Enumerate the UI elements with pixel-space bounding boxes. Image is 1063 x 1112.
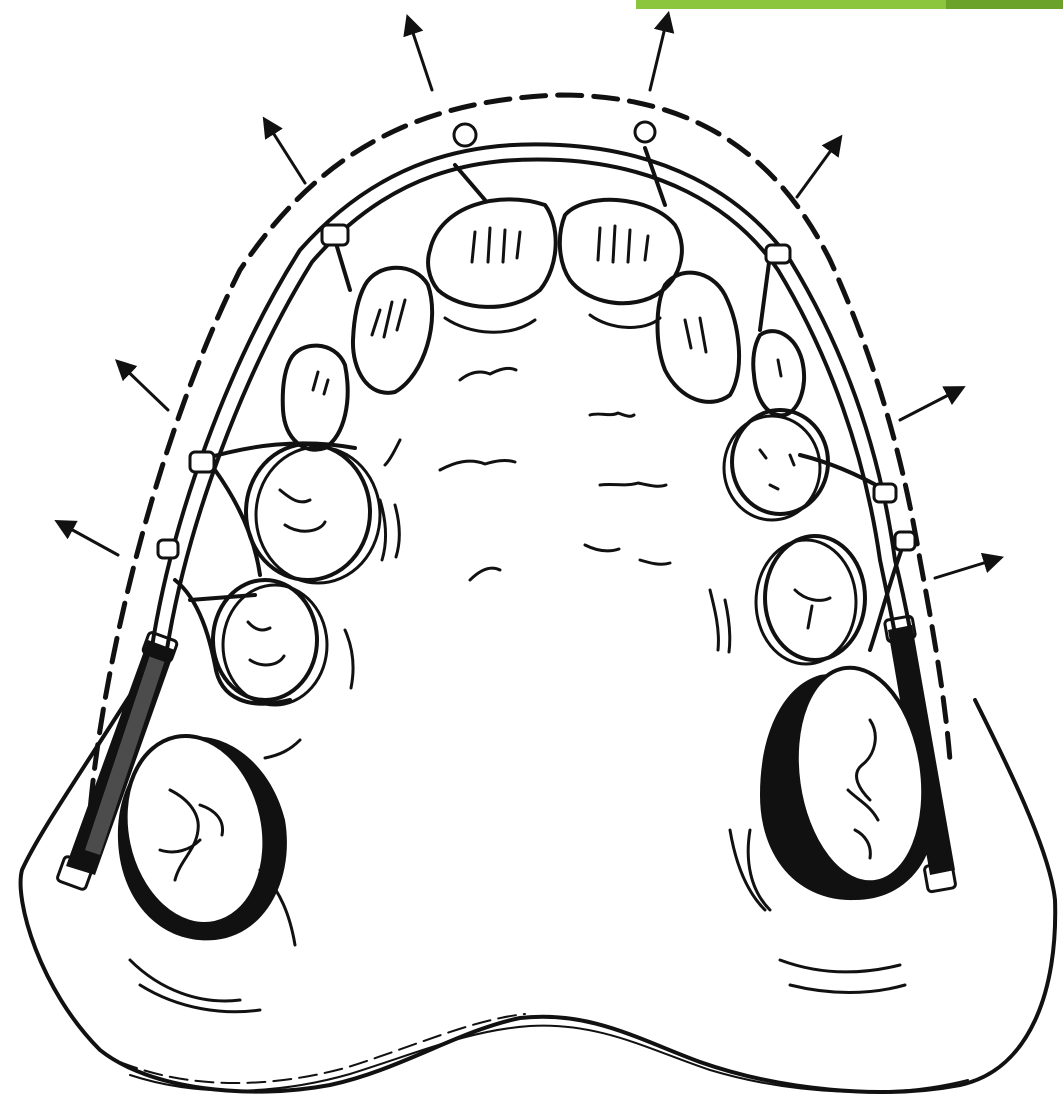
tooth-canine-right — [753, 331, 804, 415]
tooth-central-incisor-left — [428, 199, 556, 332]
tooth-first-premolar-right — [724, 410, 828, 520]
tooth-second-premolar-right — [756, 536, 865, 664]
tooth-central-incisor-right — [560, 200, 682, 328]
tooth-lateral-incisor-left — [353, 268, 432, 393]
tooth-lateral-incisor-right — [658, 273, 740, 402]
teeth — [109, 199, 937, 940]
arch-wire-hooks — [158, 122, 915, 558]
tooth-canine-left — [283, 346, 348, 450]
tooth-first-premolar-left — [246, 444, 380, 583]
